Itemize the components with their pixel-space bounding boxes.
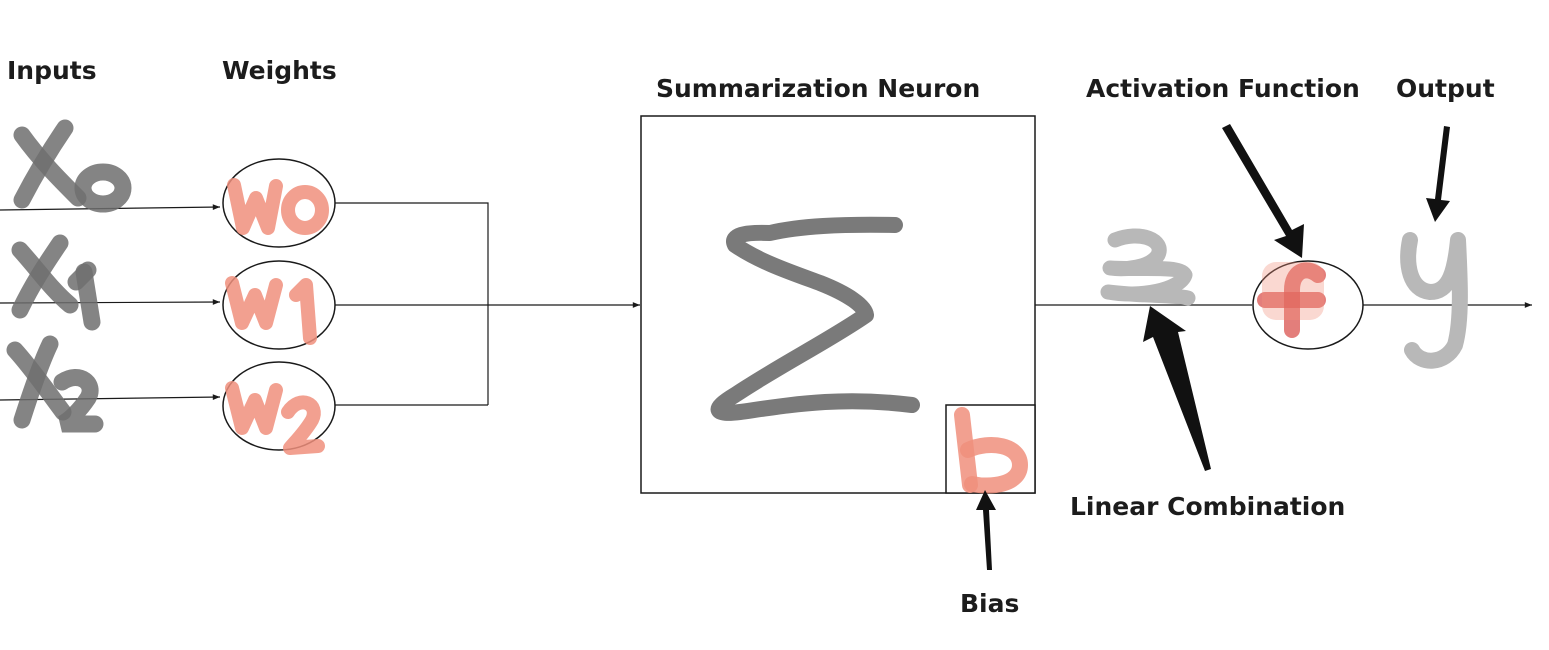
bias-b — [954, 407, 1028, 494]
output-pointer-arrow — [1426, 126, 1450, 222]
inputs-label: Inputs — [7, 56, 97, 85]
activation-f — [1257, 262, 1326, 338]
bias-label: Bias — [960, 589, 1020, 618]
weight-w2 — [225, 381, 325, 455]
weight-w0 — [227, 178, 329, 235]
weight-connector-0 — [335, 202, 489, 405]
linear-combination-label: Linear Combination — [1070, 492, 1346, 521]
weights-label: Weights — [222, 56, 337, 85]
input-x2 — [6, 335, 104, 433]
linear-combination-pointer-arrow — [1143, 306, 1211, 471]
activation-highlight — [1262, 262, 1324, 320]
activation-pointer-arrow — [1222, 124, 1304, 258]
input-arrow-1 — [0, 299, 221, 305]
linear-combination-z — [1100, 228, 1196, 306]
sigma-symbol — [710, 216, 920, 421]
summarization-neuron-label: Summarization Neuron — [656, 74, 981, 103]
output-label: Output — [1396, 74, 1495, 103]
activation-function-label: Activation Function — [1086, 74, 1360, 103]
output-y — [1400, 232, 1468, 369]
bias-pointer-arrow — [976, 490, 996, 570]
input-x0 — [13, 119, 132, 213]
input-x1 — [11, 234, 101, 331]
weight-w1 — [225, 276, 317, 345]
